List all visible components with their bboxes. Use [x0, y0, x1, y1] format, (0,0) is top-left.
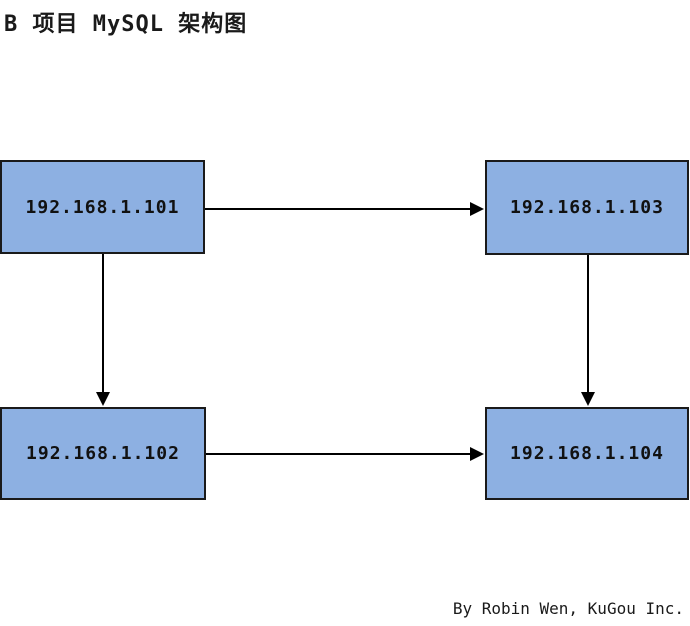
node-label: 192.168.1.102: [26, 443, 180, 464]
page-title: B 项目 MySQL 架构图: [4, 12, 248, 37]
node-label: 192.168.1.103: [510, 197, 664, 218]
node-192-168-1-102: 192.168.1.102: [0, 407, 206, 500]
node-192-168-1-104: 192.168.1.104: [485, 407, 689, 500]
credit-text: By Robin Wen, KuGou Inc.: [452, 599, 684, 618]
arrow-102-to-104: [206, 447, 484, 461]
arrow-103-to-104: [581, 255, 595, 406]
node-label: 192.168.1.101: [25, 196, 180, 218]
node-label: 192.168.1.104: [510, 443, 664, 464]
node-192-168-1-103: 192.168.1.103: [485, 160, 689, 255]
arrow-101-to-102: [96, 254, 110, 406]
node-192-168-1-101: 192.168.1.101: [0, 160, 205, 254]
arrow-101-to-103: [205, 202, 484, 216]
